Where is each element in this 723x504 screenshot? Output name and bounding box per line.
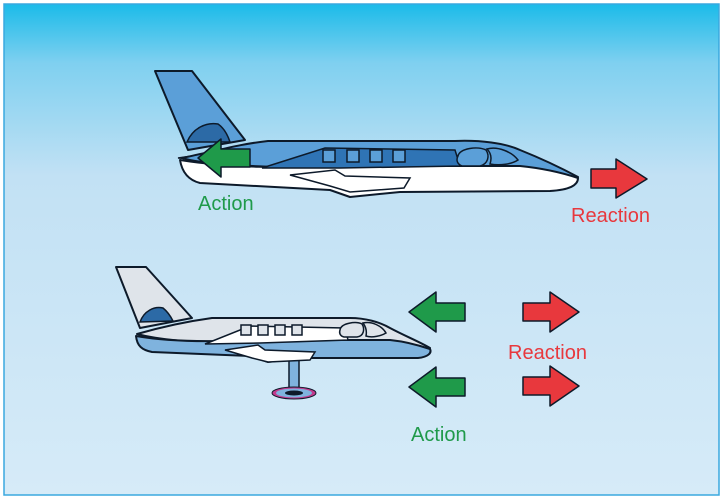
tail-accent-bottom <box>138 306 175 323</box>
window <box>369 149 383 163</box>
sky-background <box>3 3 720 496</box>
cockpit-window <box>338 321 365 338</box>
reaction-label-bottom: Reaction <box>508 342 587 364</box>
cockpit-window <box>361 321 388 338</box>
tail-accent-top <box>185 122 232 143</box>
action-label-top: Action <box>198 193 254 215</box>
reaction-arrow-lower <box>522 365 580 407</box>
reaction-arrow-upper <box>522 291 580 333</box>
tail-fin-bottom <box>115 266 193 329</box>
action-arrow-upper <box>408 291 466 333</box>
action-label-bottom: Action <box>411 424 467 446</box>
window <box>240 324 252 336</box>
stand-base-hole <box>285 390 303 396</box>
window <box>274 324 286 336</box>
reaction-label-top: Reaction <box>571 205 650 227</box>
cockpit-window <box>485 147 520 166</box>
wing-bottom <box>224 344 317 363</box>
cockpit-window <box>456 147 489 167</box>
action-arrow-top <box>197 138 251 178</box>
wing-top <box>289 169 412 193</box>
action-arrow-lower <box>408 366 466 408</box>
window <box>291 324 303 336</box>
window <box>322 149 336 163</box>
window <box>392 149 406 163</box>
reaction-arrow-top <box>590 158 648 199</box>
airplane-bottom <box>115 266 432 400</box>
window <box>257 324 269 336</box>
window <box>346 149 360 163</box>
